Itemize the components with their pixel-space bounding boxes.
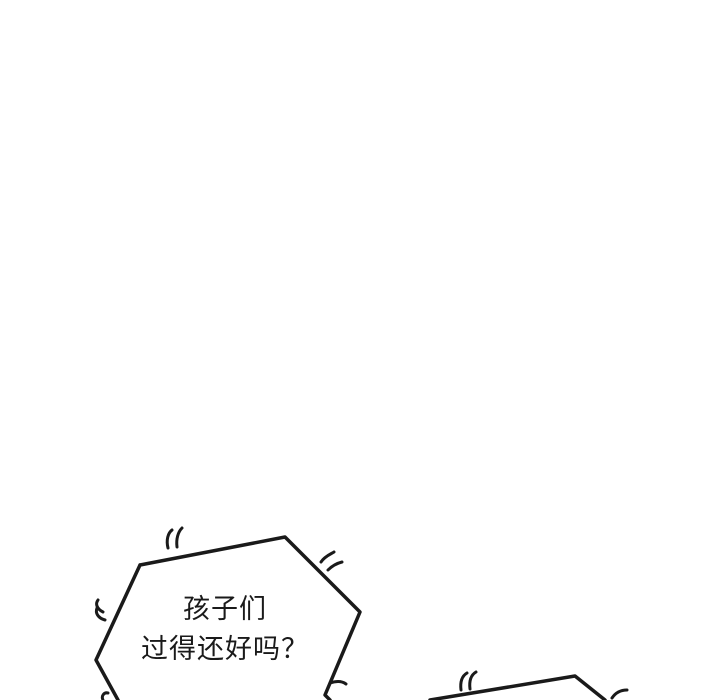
speech-line-2: 过得还好吗？ xyxy=(141,634,309,665)
second-bubble-tufts xyxy=(459,670,629,700)
speech-line-1: 孩子们 xyxy=(183,594,267,625)
bubble-tufts xyxy=(94,526,348,700)
speech-bubble-text: 孩子们 过得还好吗？ xyxy=(110,590,340,670)
second-bubble-outline xyxy=(428,674,607,700)
speech-bubble-outline xyxy=(94,535,362,700)
